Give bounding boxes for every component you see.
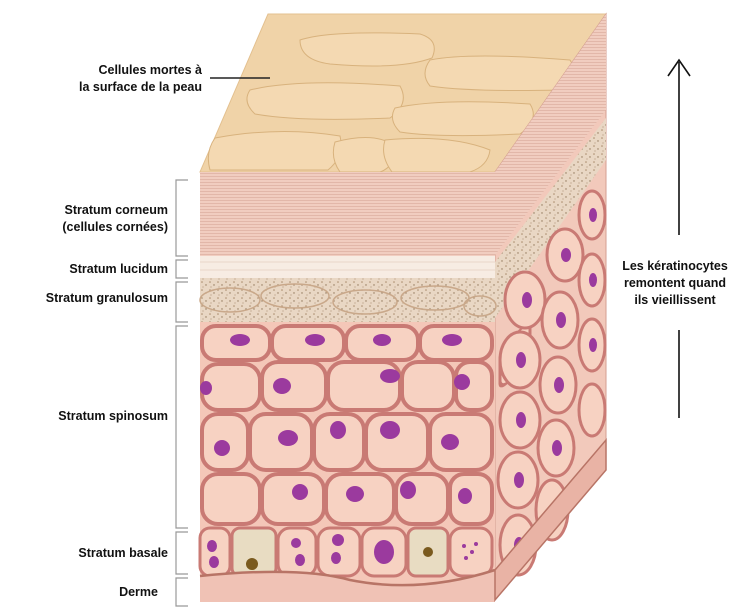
front-corneum xyxy=(200,172,495,256)
surface-label: Cellules mortes à la surface de la peau xyxy=(40,62,202,96)
dead-cell xyxy=(300,33,434,66)
granulosum-label: Stratum granulosum xyxy=(0,290,168,307)
arrow-caption-line3: ils vieillissent xyxy=(612,292,738,309)
corneum-label: Stratum corneum (cellules cornées) xyxy=(10,202,168,236)
arrow-caption: Les kératinocytes remontent quand ils vi… xyxy=(612,258,738,309)
spinosum-label: Stratum spinosum xyxy=(10,408,168,425)
dead-cell xyxy=(247,83,403,120)
surface-label-line1: Cellules mortes à xyxy=(40,62,202,79)
basale-cells xyxy=(200,528,492,576)
layer-brackets xyxy=(176,180,188,606)
upward-arrow xyxy=(668,60,690,418)
derme-label: Derme xyxy=(10,584,158,601)
surface-label-line2: la surface de la peau xyxy=(40,79,202,96)
front-granulosum xyxy=(200,278,495,322)
dead-cell xyxy=(208,131,341,170)
corneum-label-line2: (cellules cornées) xyxy=(10,219,168,236)
dead-cell xyxy=(425,56,573,91)
dead-cell xyxy=(392,102,533,136)
front-lucidum xyxy=(200,256,495,278)
basale-label: Stratum basale xyxy=(10,545,168,562)
arrow-caption-line2: remontent quand xyxy=(612,275,738,292)
arrow-caption-line1: Les kératinocytes xyxy=(612,258,738,275)
lucidum-label: Stratum lucidum xyxy=(10,261,168,278)
corneum-label-line1: Stratum corneum xyxy=(10,202,168,219)
